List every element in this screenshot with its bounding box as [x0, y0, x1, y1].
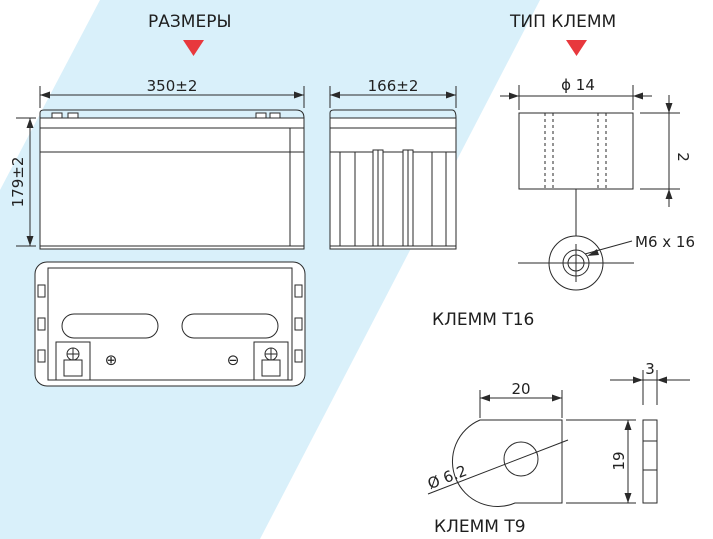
- battery-length-label: 350±2: [147, 77, 198, 95]
- terminal-t9: [427, 370, 690, 508]
- terminal-t16-caption: КЛЕММ T16: [432, 310, 535, 330]
- dimension-arrowheads: [26, 91, 673, 503]
- dimensions-arrow-icon: [183, 40, 204, 56]
- t9-thickness-label: 3: [645, 360, 655, 378]
- t9-height-label: 19: [610, 451, 628, 470]
- dimensions-heading: РАЗМЕРЫ: [148, 12, 232, 32]
- battery-width-label: 166±2: [368, 77, 419, 95]
- terminal-type-heading: ТИП КЛЕММ: [510, 12, 617, 32]
- terminal-t16: [500, 85, 680, 291]
- terminal-t9-caption: КЛЕММ T9: [434, 517, 526, 537]
- top-view: [34, 261, 306, 387]
- side-view: [329, 86, 457, 250]
- t16-bolt-label: M6 x 16: [635, 233, 695, 251]
- t16-height-label: 2: [674, 152, 692, 162]
- positive-terminal-symbol: ⊕: [105, 351, 118, 369]
- negative-terminal-symbol: ⊖: [227, 351, 240, 369]
- terminal-type-arrow-icon: [566, 40, 587, 56]
- t16-diameter-label: ϕ 14: [561, 76, 595, 94]
- front-view: [16, 86, 305, 250]
- battery-height-label: 179±2: [9, 157, 27, 208]
- t9-width-label: 20: [511, 380, 530, 398]
